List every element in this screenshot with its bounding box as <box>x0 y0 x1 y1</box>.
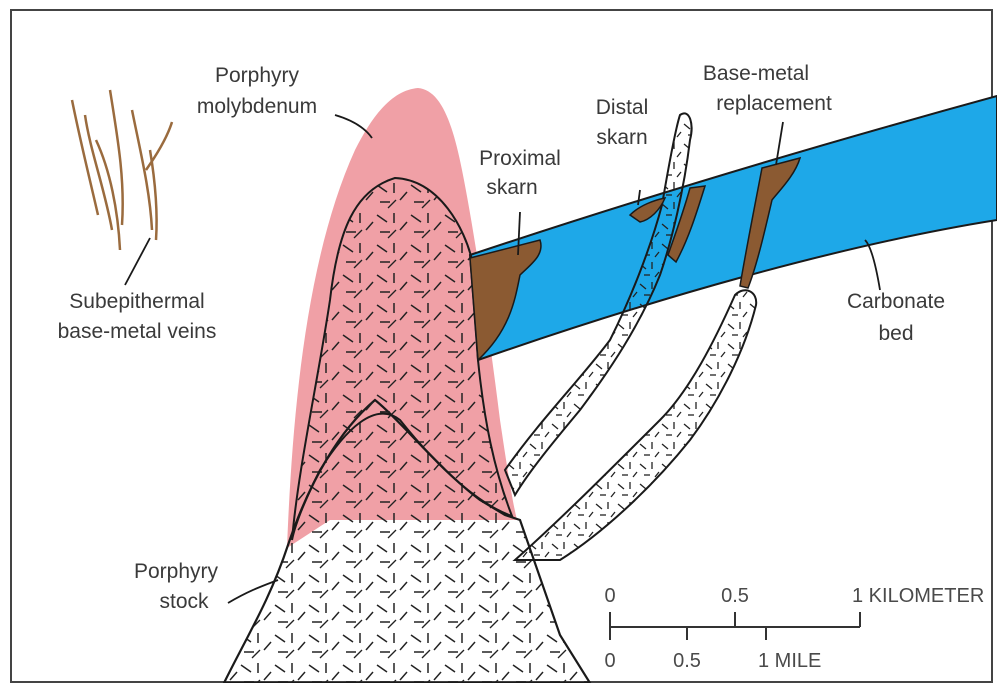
label-distal-skarn-line2: skarn <box>596 126 647 149</box>
label-proximal-skarn-line2: skarn <box>486 176 537 199</box>
label-porphyry-stock-line2: stock <box>159 590 209 613</box>
scale-mi-0: 0 <box>604 650 615 672</box>
label-subepithermal-line1: Subepithermal <box>69 290 204 313</box>
label-subepithermal-line2: base-metal veins <box>58 320 217 343</box>
label-carbonate-bed-line2: bed <box>878 322 913 345</box>
scale-mi-mid: 0.5 <box>673 650 701 672</box>
scale-mi-end: 1 MILE <box>758 650 821 672</box>
scale-km-end: 1 KILOMETER <box>852 585 984 607</box>
label-distal-skarn-line1: Distal <box>596 96 649 119</box>
scale-km-0: 0 <box>604 585 615 607</box>
label-porphyry-molybdenum-line1: Porphyry <box>215 64 300 87</box>
label-proximal-skarn-line1: Proximal <box>479 147 561 170</box>
label-carbonate-bed-line1: Carbonate <box>847 290 945 313</box>
scale-km-mid: 0.5 <box>721 585 749 607</box>
label-porphyry-stock-line1: Porphyry <box>134 560 219 583</box>
label-base-metal-line2: replacement <box>716 92 832 115</box>
label-base-metal-line1: Base-metal <box>703 62 809 85</box>
label-porphyry-molybdenum-line2: molybdenum <box>197 95 317 118</box>
